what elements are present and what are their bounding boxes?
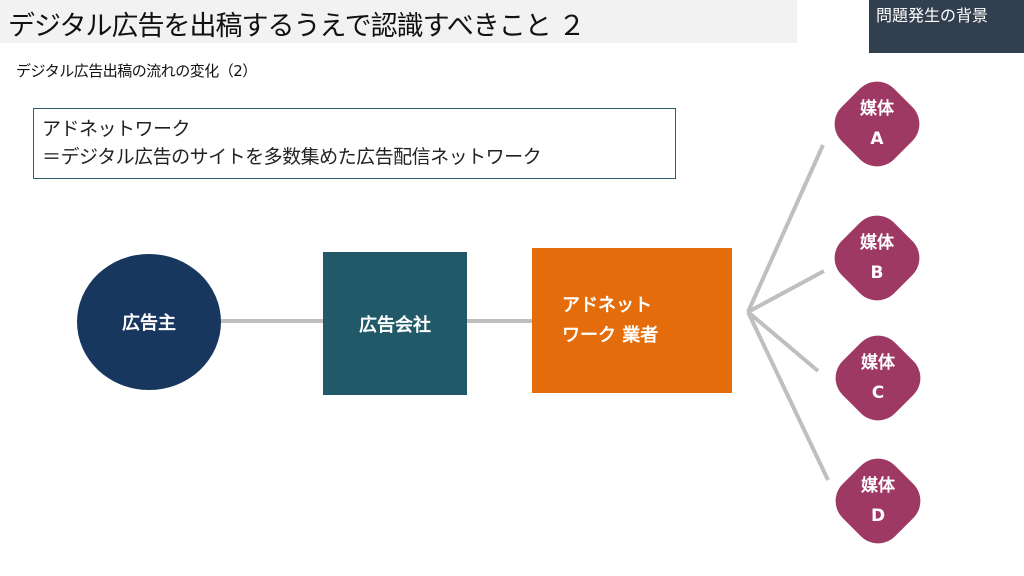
connector-media-b — [747, 269, 825, 314]
media-id: D — [870, 506, 886, 526]
advertiser-node: 広告主 — [77, 254, 221, 390]
media-c-node: 媒体 C — [825, 325, 931, 431]
section-tag: 問題発生の背景 — [869, 0, 1024, 53]
media-id: B — [870, 263, 884, 283]
media-b-node: 媒体 B — [824, 205, 930, 311]
definition-box: アドネットワーク ＝デジタル広告のサイトを多数集めた広告配信ネットワーク — [33, 108, 676, 179]
subtitle: デジタル広告出稿の流れの変化（2） — [16, 62, 257, 80]
media-a-node: 媒体 A — [824, 71, 930, 177]
media-label: 媒体 — [860, 99, 894, 119]
title-bar — [0, 0, 797, 43]
adnetwork-label-1: アドネット — [562, 294, 652, 316]
media-label: 媒体 — [861, 476, 895, 496]
agency-node: 広告会社 — [323, 252, 467, 395]
advertiser-label: 広告主 — [122, 313, 176, 334]
media-id: C — [871, 383, 885, 403]
media-label: 媒体 — [861, 353, 895, 373]
connector-media-c — [746, 310, 820, 373]
agency-label: 広告会社 — [359, 314, 431, 336]
media-label: 媒体 — [860, 233, 894, 253]
adnetwork-label-2: ワーク 業者 — [562, 324, 659, 346]
page-title: デジタル広告を出稿するうえで認識すべきこと ２ — [8, 11, 585, 42]
definition-text: ＝デジタル広告のサイトを多数集めた広告配信ネットワーク — [42, 146, 542, 168]
media-d-node: 媒体 D — [825, 448, 931, 554]
adnetwork-node: アドネットワーク 業者 — [532, 248, 732, 393]
definition-term: アドネットワーク — [42, 118, 191, 140]
connector-media-d — [746, 311, 830, 481]
connector-media-a — [746, 144, 825, 313]
media-id: A — [870, 129, 884, 149]
